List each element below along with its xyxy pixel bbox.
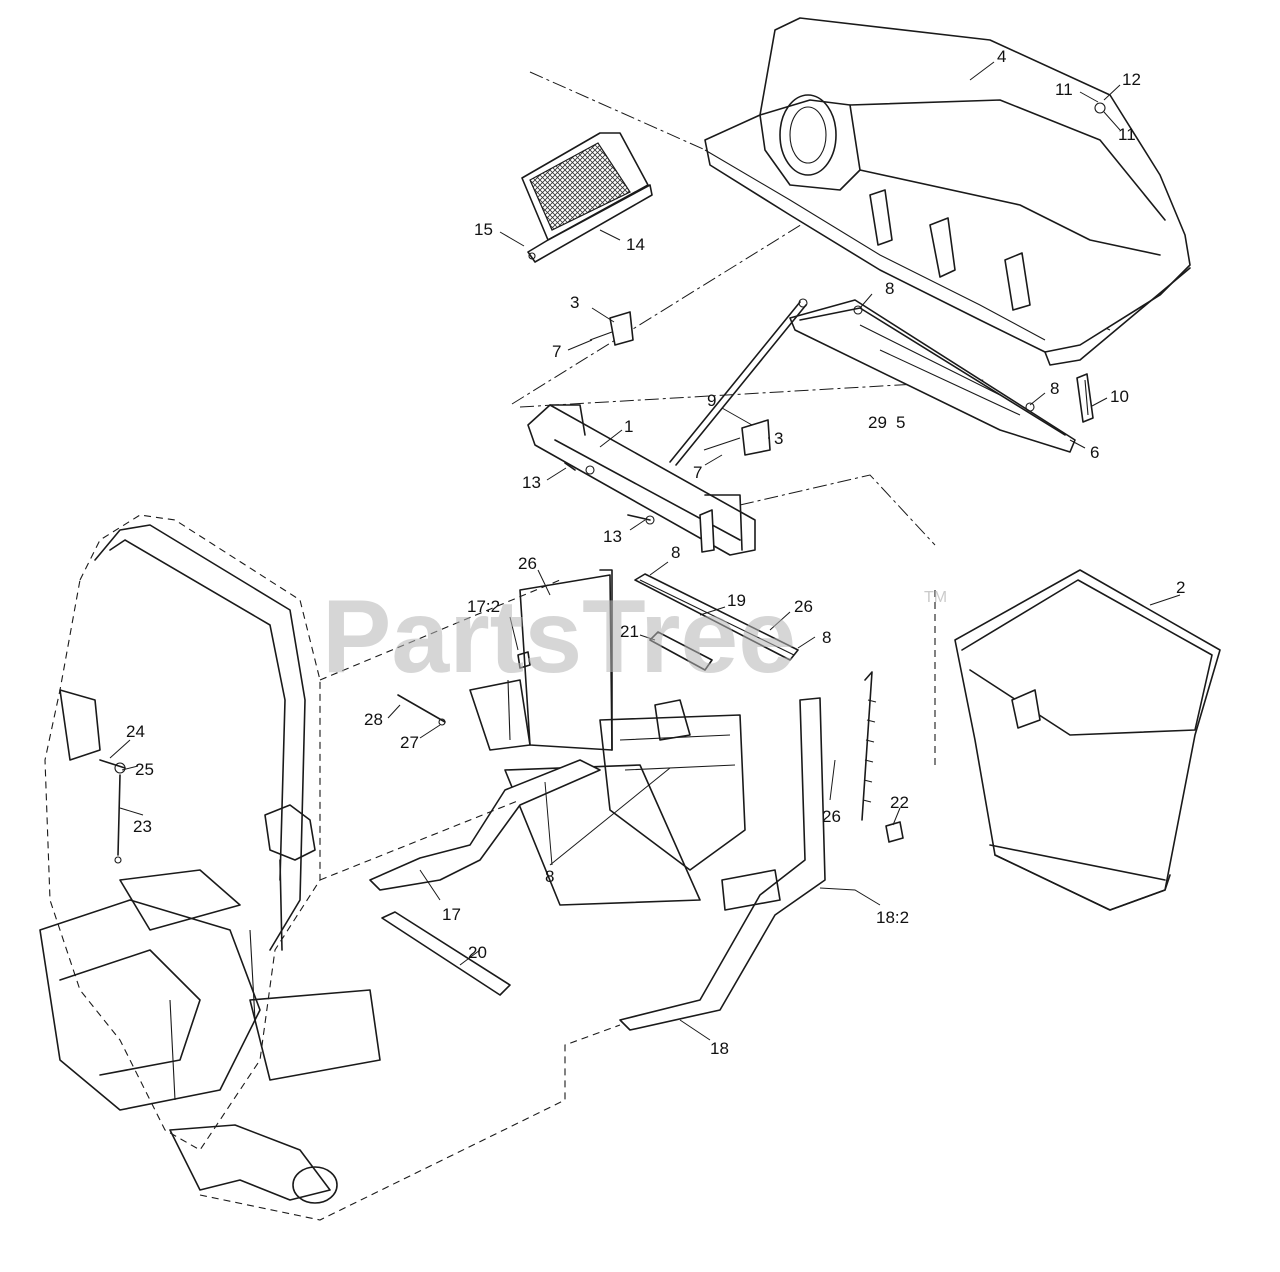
bushing-part-22[interactable] xyxy=(885,821,904,843)
callout-8-tube: 8 xyxy=(822,628,831,647)
tractor-body xyxy=(39,514,621,1221)
callout-25: 25 xyxy=(135,760,154,779)
hardware-items[interactable] xyxy=(99,651,531,864)
callout-7-mid: 7 xyxy=(693,463,702,482)
callout-23: 23 xyxy=(133,817,152,836)
callout-20: 20 xyxy=(468,943,487,962)
tube-part-19[interactable] xyxy=(634,573,799,661)
callout-13-bottom: 13 xyxy=(603,527,622,546)
callout-6: 6 xyxy=(1090,443,1099,462)
watermark-text: PartsTree xyxy=(322,579,796,695)
callout-8-top: 8 xyxy=(885,279,894,298)
arm-part-21[interactable] xyxy=(649,631,713,671)
callout-4: 4 xyxy=(997,47,1006,66)
left-arm-part-17[interactable] xyxy=(369,759,601,891)
callout-21: 21 xyxy=(620,622,639,641)
callout-27: 27 xyxy=(400,733,419,752)
callout-5: 5 xyxy=(896,413,905,432)
callout-28: 28 xyxy=(364,710,383,729)
callout-8-center: 8 xyxy=(671,543,680,562)
callout-8-lower: 8 xyxy=(545,867,554,886)
callout-26-lower: 26 xyxy=(822,807,841,826)
callout-26-left: 26 xyxy=(518,554,537,573)
callout-1: 1 xyxy=(624,417,633,436)
callout-15: 15 xyxy=(474,220,493,239)
callout-29: 29 xyxy=(868,413,887,432)
callout-17: 17 xyxy=(442,905,461,924)
callout-labels: 4 11 12 11 15 14 3 8 7 9 8 10 1 3 29 5 6… xyxy=(126,47,1185,1058)
callout-11-top: 11 xyxy=(1055,80,1073,99)
spring-part[interactable] xyxy=(861,671,877,821)
callout-18: 18 xyxy=(710,1039,729,1058)
grass-bag-part-2[interactable] xyxy=(954,569,1221,911)
callout-2: 2 xyxy=(1176,578,1185,597)
support-bracket-part-1[interactable] xyxy=(527,404,756,556)
screen-part-14[interactable] xyxy=(521,132,653,263)
callout-19: 19 xyxy=(727,591,746,610)
callout-24: 24 xyxy=(126,722,145,741)
callout-7-top: 7 xyxy=(552,342,561,361)
callout-3-mid: 3 xyxy=(774,429,783,448)
leader-lines xyxy=(109,61,1181,1041)
callout-17-2: 17:2 xyxy=(467,597,500,616)
latch-part-10[interactable] xyxy=(1076,373,1094,423)
callout-8-rail: 8 xyxy=(1050,379,1059,398)
callout-13-left: 13 xyxy=(522,473,541,492)
clip-parts-3[interactable] xyxy=(589,311,771,456)
rod-part-9[interactable] xyxy=(669,298,808,466)
callout-10: 10 xyxy=(1110,387,1129,406)
callout-9: 9 xyxy=(707,391,716,410)
callout-11-bottom: 11 xyxy=(1118,125,1136,144)
right-arm-part-18[interactable] xyxy=(619,697,826,1031)
callout-3-top: 3 xyxy=(570,293,579,312)
callout-22: 22 xyxy=(890,793,909,812)
mounting-frame[interactable] xyxy=(469,569,746,906)
callout-12: 12 xyxy=(1122,70,1141,89)
callout-26-right: 26 xyxy=(794,597,813,616)
watermark-trademark: TM xyxy=(924,589,947,606)
callout-18-2: 18:2 xyxy=(876,908,909,927)
link-part-20[interactable] xyxy=(381,911,511,996)
catcher-cover-part-4[interactable] xyxy=(704,17,1191,366)
pin-parts-13[interactable] xyxy=(564,462,655,525)
callout-14: 14 xyxy=(626,235,645,254)
